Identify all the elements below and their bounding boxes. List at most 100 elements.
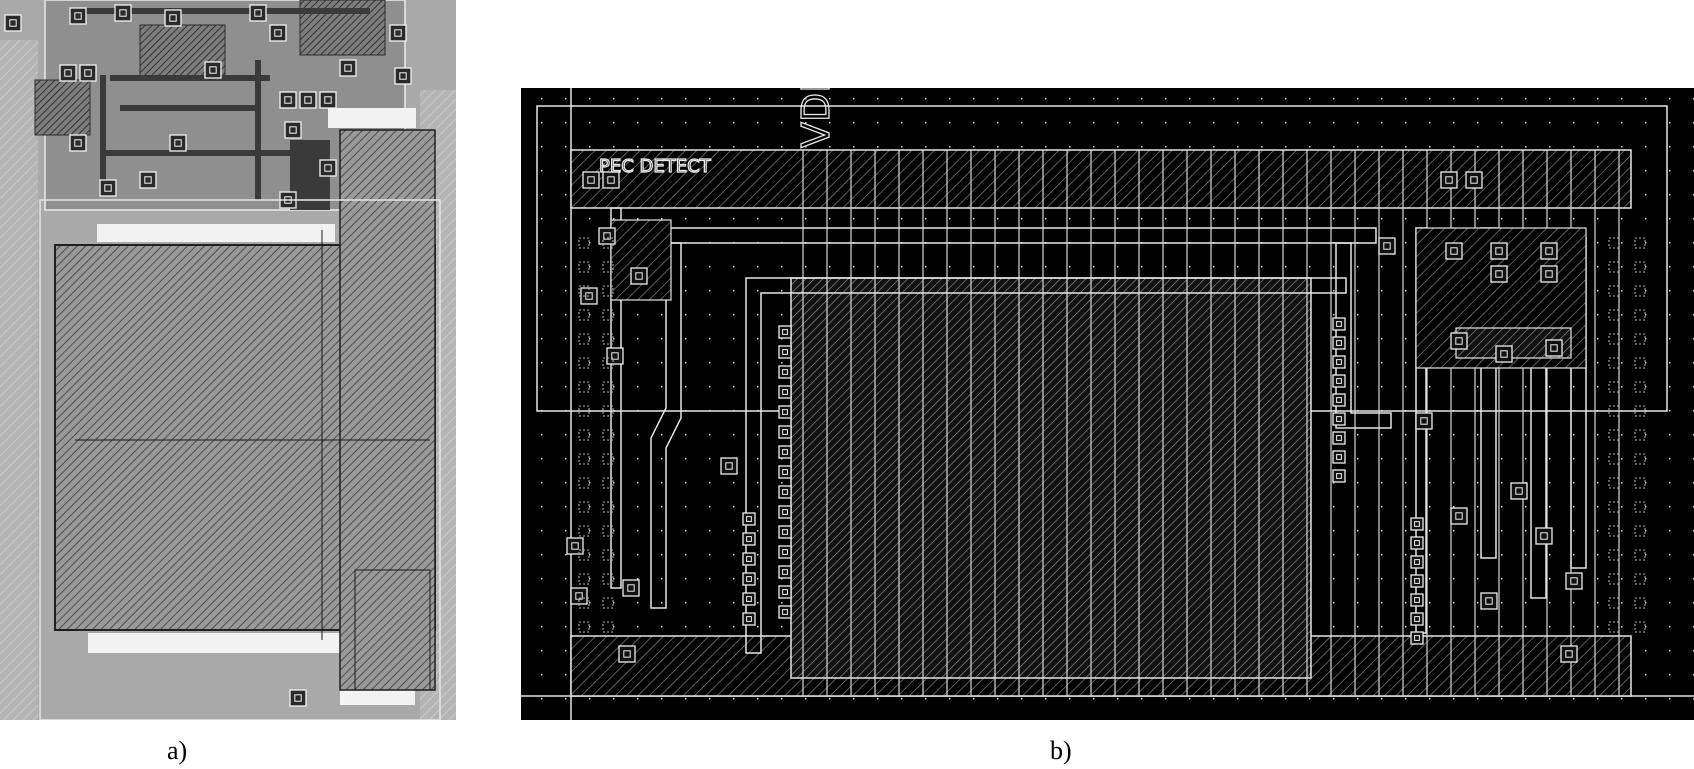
contact-via xyxy=(1336,454,1342,460)
grid-dot xyxy=(1405,98,1407,100)
grid-dot xyxy=(685,434,687,436)
grid-dot xyxy=(1405,242,1407,244)
grid-dot xyxy=(1189,98,1191,100)
contact xyxy=(79,64,97,82)
grid-dot xyxy=(1405,482,1407,484)
grid-dot xyxy=(1381,266,1383,268)
contact-via xyxy=(1495,247,1503,255)
grid-dot xyxy=(1021,146,1023,148)
grid-dot xyxy=(1333,290,1335,292)
grid-dot xyxy=(1357,98,1359,100)
grid-dot xyxy=(1477,578,1479,580)
grid-dot xyxy=(1333,554,1335,556)
grid-dot xyxy=(541,146,543,148)
grid-dot xyxy=(901,146,903,148)
grid-dot xyxy=(1381,698,1383,700)
grid-dot xyxy=(757,338,759,340)
grid-dot xyxy=(1381,218,1383,220)
grid-dot xyxy=(685,530,687,532)
grid-dot xyxy=(685,554,687,556)
grid-dot xyxy=(613,386,615,388)
grid-dot xyxy=(781,146,783,148)
well-tap xyxy=(602,309,614,321)
contact xyxy=(1540,242,1558,260)
grid-dot xyxy=(589,458,591,460)
grid-dot xyxy=(613,554,615,556)
contact-via xyxy=(1336,397,1342,403)
grid-dot xyxy=(781,362,783,364)
grid-dot xyxy=(949,98,951,100)
grid-dot xyxy=(1381,506,1383,508)
grid-dot xyxy=(637,458,639,460)
grid-dot xyxy=(637,338,639,340)
contact xyxy=(1490,265,1508,283)
grid-dot xyxy=(1141,146,1143,148)
grid-dot xyxy=(589,218,591,220)
pad-bar-bottom-right xyxy=(340,687,415,705)
capacitor-side-plate xyxy=(339,129,436,691)
grid-dot xyxy=(613,626,615,628)
grid-dot xyxy=(685,482,687,484)
grid-dot xyxy=(637,530,639,532)
grid-dot xyxy=(1117,122,1119,124)
grid-dot xyxy=(1045,266,1047,268)
grid-dot xyxy=(733,98,735,100)
grid-dot xyxy=(1669,458,1671,460)
grid-dot xyxy=(733,506,735,508)
contact xyxy=(566,537,584,555)
grid-dot xyxy=(1333,218,1335,220)
contact-via xyxy=(746,616,752,622)
grid-dot xyxy=(1669,314,1671,316)
contact-via xyxy=(394,29,402,37)
grid-dot xyxy=(997,122,999,124)
grid-dot xyxy=(733,482,735,484)
well-tap xyxy=(1634,477,1646,489)
grid-dot xyxy=(1213,98,1215,100)
grid-dot xyxy=(1429,578,1431,580)
grid-dot xyxy=(757,218,759,220)
contact-via xyxy=(627,584,635,592)
contact xyxy=(1378,237,1396,255)
grid-dot xyxy=(1501,626,1503,628)
grid-dot xyxy=(565,362,567,364)
grid-dot xyxy=(1597,458,1599,460)
grid-dot xyxy=(1453,578,1455,580)
grid-dot xyxy=(565,122,567,124)
grid-dot xyxy=(1309,218,1311,220)
grid-dot xyxy=(1429,530,1431,532)
grid-dot xyxy=(1309,266,1311,268)
grid-dot xyxy=(1333,122,1335,124)
grid-dot xyxy=(685,626,687,628)
grid-dot xyxy=(1549,386,1551,388)
grid-dot xyxy=(1189,698,1191,700)
grid-dot xyxy=(709,386,711,388)
contact xyxy=(1410,536,1424,550)
grid-dot xyxy=(1621,146,1623,148)
contact-via xyxy=(169,14,177,22)
grid-dot xyxy=(1597,266,1599,268)
contact xyxy=(1410,574,1424,588)
left-well-strip xyxy=(0,40,38,720)
grid-dot xyxy=(1525,626,1527,628)
contact-via xyxy=(1336,378,1342,384)
well-tap xyxy=(578,453,590,465)
contact xyxy=(1332,431,1346,445)
grid-dot xyxy=(1669,170,1671,172)
grid-dot xyxy=(1405,290,1407,292)
well-tap xyxy=(602,621,614,633)
grid-dot xyxy=(1621,338,1623,340)
contact xyxy=(622,579,640,597)
grid-dot xyxy=(1357,554,1359,556)
grid-dot xyxy=(1453,554,1455,556)
grid-dot xyxy=(1333,698,1335,700)
grid-dot xyxy=(1213,266,1215,268)
well-tap xyxy=(1608,237,1620,249)
grid-dot xyxy=(1669,290,1671,292)
grid-dot xyxy=(541,170,543,172)
grid-dot xyxy=(1429,554,1431,556)
grid-dot xyxy=(1549,626,1551,628)
metal-trace-2 xyxy=(110,75,270,81)
grid-dot xyxy=(1573,98,1575,100)
grid-dot xyxy=(1213,698,1215,700)
grid-dot xyxy=(1645,338,1647,340)
